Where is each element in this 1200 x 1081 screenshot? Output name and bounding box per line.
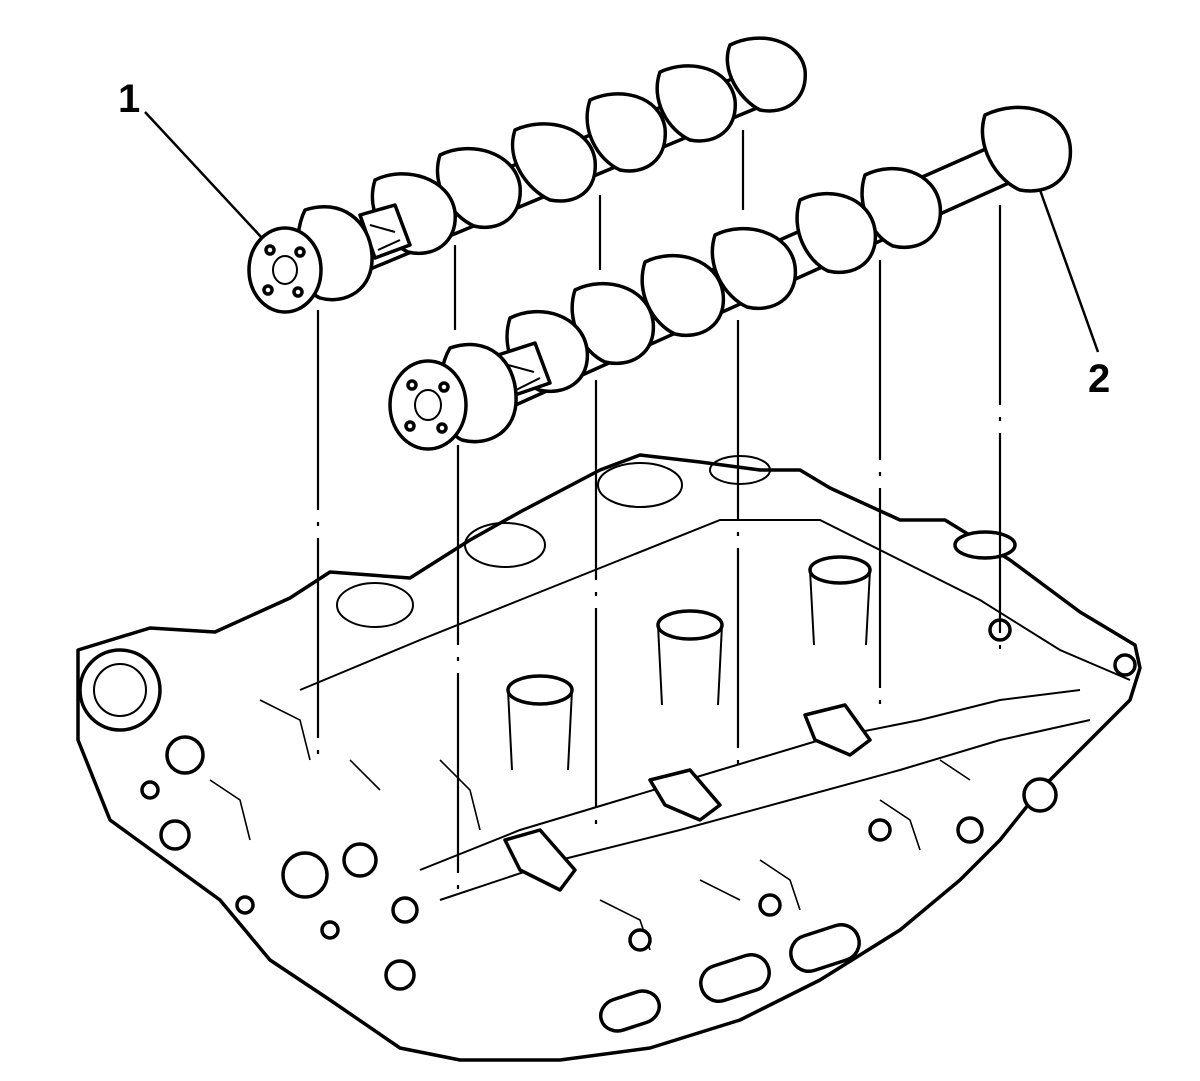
camshaft-2 [388, 105, 1073, 451]
rocker-arms [503, 703, 872, 892]
callout-2-label: 2 [1088, 357, 1110, 401]
callout-1: 1 [118, 77, 263, 239]
intake-ports [599, 922, 861, 1033]
callout-2: 2 [1038, 189, 1110, 401]
camshaft-1 [247, 36, 807, 314]
callout-1-label: 1 [118, 77, 140, 121]
callout-2-leader [1038, 189, 1100, 353]
cylinder-head [76, 453, 1142, 1062]
alignment-guides [316, 130, 1002, 890]
callout-1-leader [144, 111, 263, 239]
